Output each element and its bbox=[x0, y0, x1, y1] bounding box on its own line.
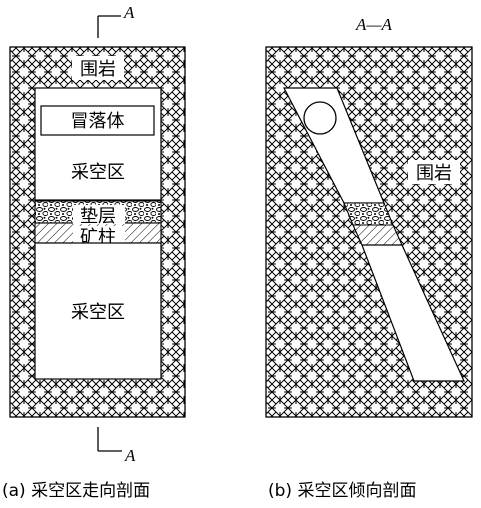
upper-goaf bbox=[34, 87, 162, 201]
rock-label-a: 围岩 bbox=[80, 59, 116, 80]
inclined-goaf-lower bbox=[361, 244, 465, 382]
section-mark-bottom-label: A bbox=[124, 446, 136, 465]
caved-body-circle bbox=[303, 101, 337, 135]
cushion-label: 垫层 bbox=[80, 206, 116, 227]
rock-label-b: 围岩 bbox=[416, 163, 452, 184]
panel-a-strike-section: A 冒落体 采空区 垫层 矿柱 采空区 围岩 A (a) 采空区走向剖面 bbox=[2, 3, 186, 501]
caption-b: (b) 采空区倾向剖面 bbox=[268, 481, 416, 501]
upper-goaf-label: 采空区 bbox=[71, 162, 125, 183]
inclined-ore-pillar bbox=[352, 224, 403, 246]
caved-body-box bbox=[40, 105, 155, 136]
lower-goaf bbox=[34, 242, 162, 380]
caved-body-label: 冒落体 bbox=[71, 111, 125, 132]
section-mark-top-label: A bbox=[123, 3, 135, 22]
section-marker-top: A bbox=[97, 3, 135, 38]
panel-b-dip-section: A—A 围岩 (b) 采空区倾向剖面 bbox=[265, 15, 473, 501]
caption-a: (a) 采空区走向剖面 bbox=[2, 481, 150, 501]
section-title-b: A—A bbox=[355, 15, 393, 34]
lower-goaf-label: 采空区 bbox=[71, 302, 125, 323]
inclined-cushion-layer bbox=[343, 202, 394, 226]
section-marker-bottom: A bbox=[97, 427, 136, 465]
